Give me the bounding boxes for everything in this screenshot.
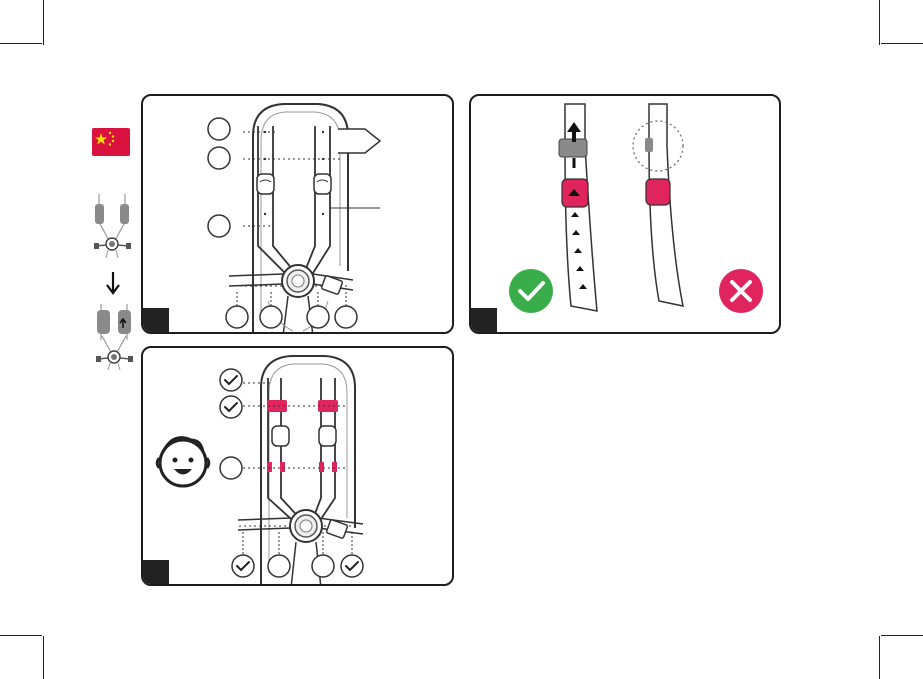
crop-mark — [879, 0, 880, 45]
china-flag-icon — [92, 128, 130, 156]
crop-mark — [879, 636, 880, 679]
crop-mark — [881, 635, 923, 636]
step-badge — [143, 308, 169, 334]
harness-diagram — [143, 96, 454, 334]
panel-step-1 — [141, 94, 454, 334]
crop-mark — [0, 43, 42, 44]
crop-mark — [881, 43, 923, 44]
child-face-icon — [157, 438, 209, 486]
strap-adjuster-diagram — [471, 96, 781, 334]
crop-mark — [43, 636, 44, 679]
step-badge — [471, 308, 497, 334]
crop-mark — [0, 635, 42, 636]
panel-step-2 — [469, 94, 781, 334]
step-badge — [143, 560, 169, 586]
arrow-down-icon — [105, 270, 121, 296]
harness-straps-lowered-icon — [90, 190, 136, 260]
harness-straps-raised-icon — [92, 300, 138, 372]
checkmark-icon — [509, 269, 553, 313]
panel-step-3 — [141, 346, 454, 586]
harness-diagram-checked — [143, 348, 454, 586]
crop-mark — [43, 0, 44, 45]
